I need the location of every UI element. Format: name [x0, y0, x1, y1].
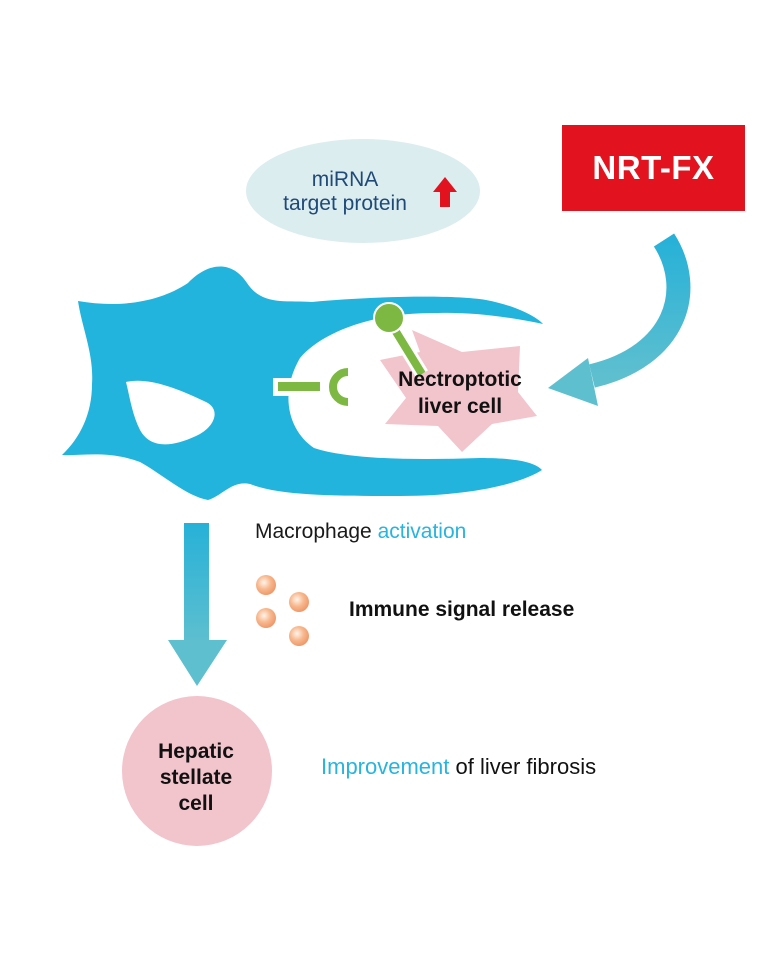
macrophage-nucleus [126, 380, 215, 445]
immune-particle-icon [289, 592, 309, 612]
necrotic-cell-label-line1: Nectroptotic [398, 368, 522, 391]
down-arrow-shaft [184, 523, 209, 643]
macrophage-word: Macrophage [255, 520, 372, 543]
hepatic-stellate-cell [122, 696, 272, 846]
immune-particle-icon [256, 608, 276, 628]
fibrosis-improvement-label: Improvement of liver fibrosis [321, 754, 596, 780]
improvement-word: Improvement [321, 754, 450, 779]
mirna-label-line1: miRNA [311, 168, 379, 191]
immune-particle-icon [256, 575, 276, 595]
immune-signal-label: Immune signal release [349, 598, 575, 621]
necrotic-ligand-head [373, 302, 405, 334]
hsc-label-line2: stellate [159, 766, 233, 789]
macrophage-receptor-stem [278, 382, 320, 391]
curved-arrow-shaft [588, 233, 691, 388]
hsc-label-line1: Hepatic [158, 740, 234, 763]
necrotic-cell-label-line2: liver cell [417, 395, 503, 418]
hepatic-stellate-cell-label: Hepatic stellate cell [122, 739, 270, 817]
mirna-bubble [246, 139, 480, 243]
mirna-label: miRNA target protein [260, 168, 430, 216]
down-arrow-head [168, 640, 227, 686]
macrophage-cell [62, 266, 543, 500]
activation-word: activation [377, 520, 467, 543]
of-liver-fibrosis-words: of liver fibrosis [455, 754, 597, 779]
up-arrow-icon [433, 177, 457, 207]
drug-label: NRT-FX [592, 149, 715, 186]
hsc-label-line3: cell [178, 792, 214, 815]
immune-particle-icon [289, 626, 309, 646]
drug-box: NRT-FX [562, 125, 745, 211]
mirna-label-line2: target protein [283, 192, 407, 215]
macrophage-activation-label: Macrophage activation [255, 520, 466, 544]
curved-arrow-head [548, 358, 598, 406]
necrotic-cell-label: Nectroptotic liver cell [380, 366, 540, 420]
macrophage-receptor-cup [329, 368, 349, 406]
